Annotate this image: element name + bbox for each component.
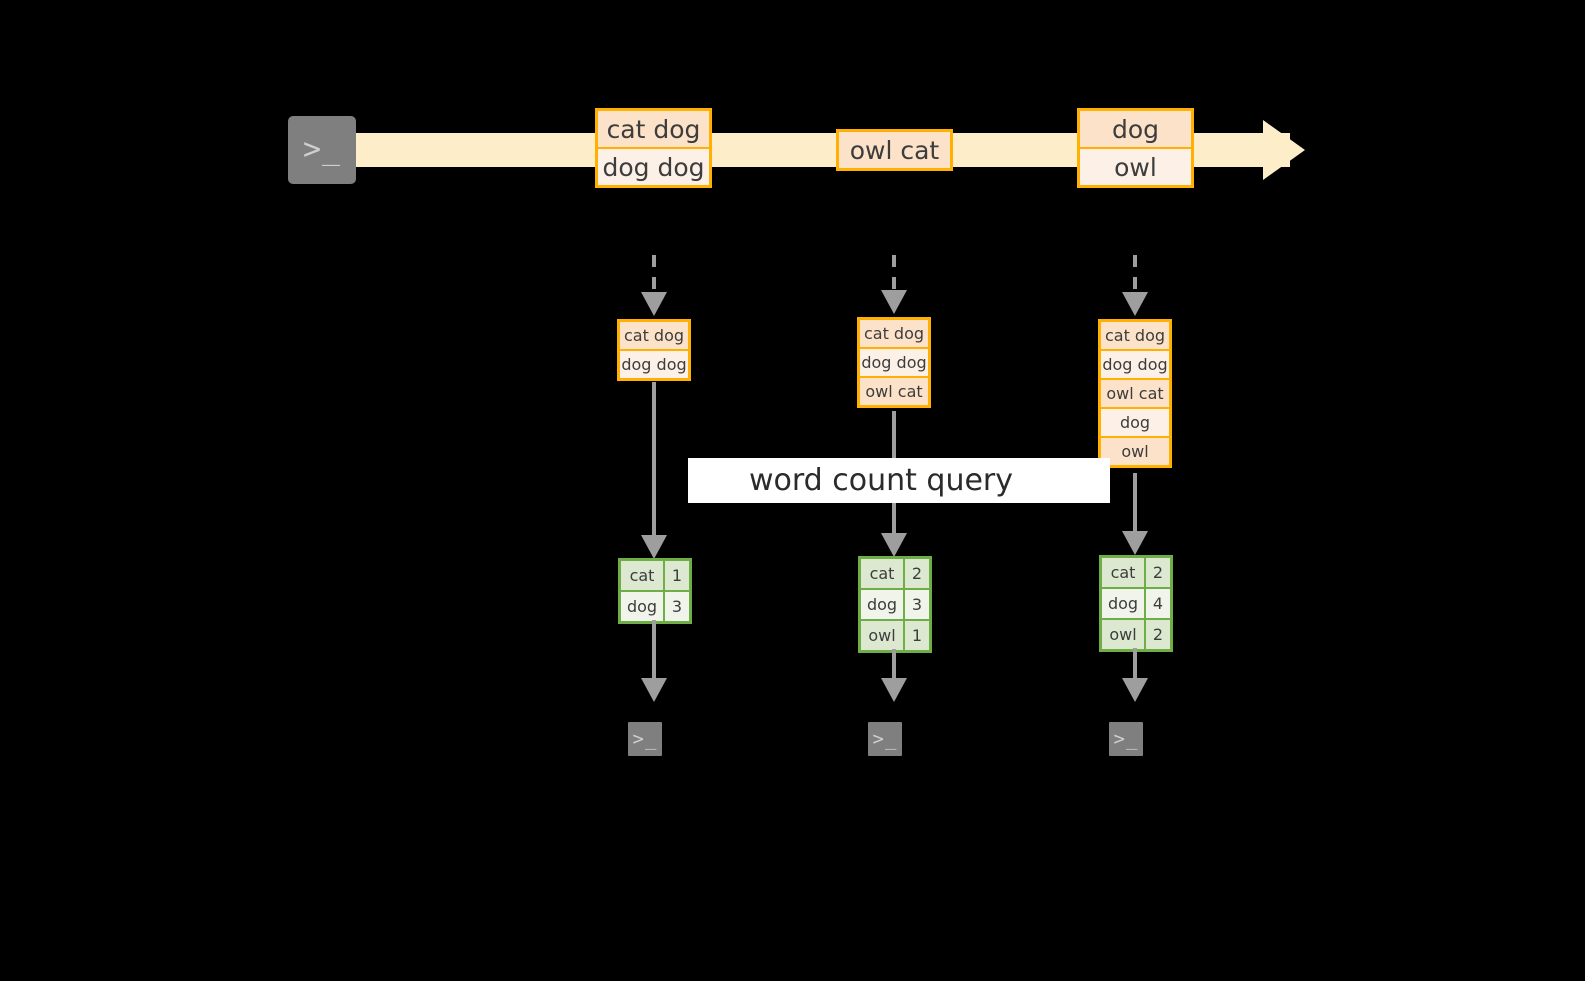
snapshot-3-input-table: cat dog dog dog owl cat dog owl [1098, 319, 1172, 468]
snapshot-1-query-arrowhead [641, 535, 667, 559]
terminal-prompt: >_ [1113, 727, 1139, 750]
snapshot-1-sink-arrowhead [641, 678, 667, 702]
terminal-prompt: >_ [632, 727, 658, 750]
stream-record-1: cat dog dog dog [595, 108, 712, 188]
terminal-body [628, 722, 662, 756]
result-word: cat [859, 557, 905, 590]
snapshot-3-sink-line [1133, 648, 1137, 682]
result-word: dog [1100, 587, 1146, 620]
snapshot-3-query-line [1133, 473, 1137, 542]
snapshot-3-sink-terminal-icon[interactable]: >_ [1100, 713, 1152, 765]
snapshot-2-input-table: cat dog dog dog owl cat [857, 317, 931, 408]
snapshot-3-tap-arrowhead [1122, 292, 1148, 316]
snapshot-3-sink-arrowhead [1122, 678, 1148, 702]
result-count: 2 [1144, 556, 1172, 589]
terminal-prompt: >_ [302, 132, 342, 167]
terminal-prompt: >_ [872, 727, 898, 750]
snapshot-3-result-table: cat 2 dog 4 owl 2 [1099, 555, 1173, 652]
result-count: 1 [903, 619, 931, 652]
source-terminal-icon[interactable]: >_ [279, 107, 365, 193]
snapshot-input-line: cat dog [1099, 320, 1171, 351]
terminal-body [868, 722, 902, 756]
snapshot-input-line: cat dog [618, 320, 690, 351]
terminal-body [288, 116, 356, 184]
query-label: word count query [748, 463, 1014, 498]
snapshot-input-line: dog dog [858, 347, 930, 378]
snapshot-3-tap-line [1133, 255, 1137, 295]
result-count: 3 [663, 590, 691, 623]
snapshot-input-line: dog [1099, 407, 1171, 438]
snapshot-2-sink-line [892, 649, 896, 682]
result-word: dog [859, 588, 905, 621]
snapshot-1-tap-line [652, 255, 656, 295]
table-row: owl 1 [859, 619, 931, 652]
table-row: owl 2 [1100, 618, 1172, 651]
stream-record-line: dog [1078, 109, 1193, 149]
table-row: dog 3 [619, 590, 691, 623]
table-row: cat 2 [1100, 556, 1172, 589]
result-count: 1 [663, 559, 691, 592]
snapshot-3-query-arrowhead [1122, 531, 1148, 555]
snapshot-2-result-table: cat 2 dog 3 owl 1 [858, 556, 932, 653]
stream-record-3: dog owl [1077, 108, 1194, 188]
snapshot-input-line: owl cat [858, 376, 930, 407]
result-count: 2 [903, 557, 931, 590]
snapshot-1-query-line [652, 382, 656, 544]
snapshot-input-line: owl cat [1099, 378, 1171, 409]
snapshot-2-tap-arrowhead [881, 290, 907, 314]
snapshot-1-sink-terminal-icon[interactable]: >_ [619, 713, 671, 765]
result-word: dog [619, 590, 665, 623]
snapshot-2-tap-line [892, 255, 896, 293]
snapshot-1-input-table: cat dog dog dog [617, 319, 691, 381]
result-word: cat [1100, 556, 1146, 589]
table-row: dog 4 [1100, 587, 1172, 620]
table-row: cat 2 [859, 557, 931, 590]
query-label-band: word count query [688, 458, 1110, 503]
snapshot-1-sink-line [652, 620, 656, 682]
table-row: dog 3 [859, 588, 931, 621]
stream-record-2: owl cat [836, 129, 953, 171]
table-row: cat 1 [619, 559, 691, 592]
result-count: 3 [903, 588, 931, 621]
snapshot-2-sink-arrowhead [881, 678, 907, 702]
snapshot-1-result-table: cat 1 dog 3 [618, 558, 692, 624]
terminal-body [1109, 722, 1143, 756]
result-word: owl [859, 619, 905, 652]
snapshot-input-line: dog dog [1099, 349, 1171, 380]
result-word: cat [619, 559, 665, 592]
stream-record-line: owl cat [837, 130, 952, 170]
stream-record-line: owl [1078, 147, 1193, 187]
snapshot-input-line: owl [1099, 436, 1171, 467]
stream-record-line: dog dog [596, 147, 711, 187]
snapshot-input-line: dog dog [618, 349, 690, 380]
snapshot-2-query-arrowhead [881, 533, 907, 557]
result-count: 2 [1144, 618, 1172, 651]
stream-record-line: cat dog [596, 109, 711, 149]
snapshot-2-sink-terminal-icon[interactable]: >_ [859, 713, 911, 765]
snapshot-input-line: cat dog [858, 318, 930, 349]
snapshot-1-tap-arrowhead [641, 292, 667, 316]
result-word: owl [1100, 618, 1146, 651]
stream-arrowhead [1263, 120, 1305, 180]
result-count: 4 [1144, 587, 1172, 620]
